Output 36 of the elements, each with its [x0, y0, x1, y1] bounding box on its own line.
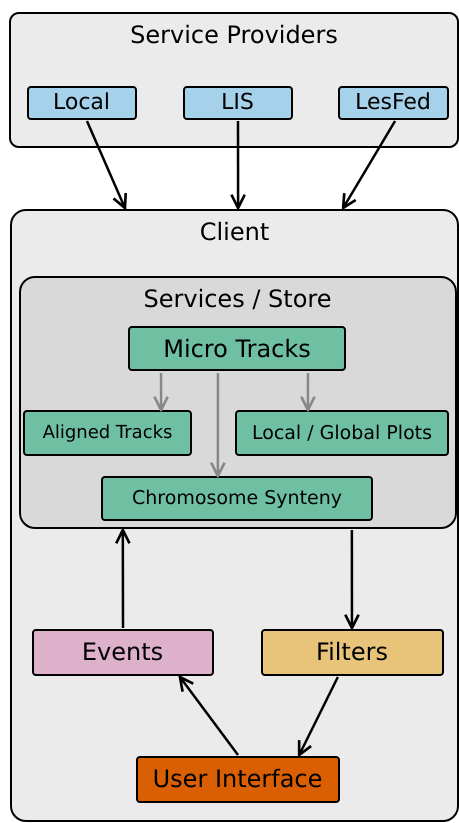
box-label: Micro Tracks — [163, 336, 311, 360]
box-label: Aligned Tracks — [42, 424, 172, 442]
arrow — [114, 528, 131, 628]
arrow — [300, 373, 316, 412]
box-label: Events — [82, 640, 164, 664]
group-panel — [18, 276, 456, 528]
process-box — [235, 410, 449, 456]
provider-box — [182, 86, 292, 120]
group-panel — [9, 12, 459, 148]
group-title: Client — [200, 217, 270, 247]
box-label: User Interface — [152, 767, 322, 791]
box-label: LesFed — [355, 92, 431, 114]
provider-box — [338, 86, 448, 120]
box-label: Local / Global Plots — [252, 424, 432, 442]
arrow — [86, 120, 128, 210]
process-box — [136, 756, 340, 802]
arrow — [344, 530, 360, 630]
arrow — [230, 121, 246, 210]
box-label: LIS — [221, 92, 254, 114]
group-title: Services / Store — [144, 284, 332, 314]
arrow — [298, 676, 339, 756]
arrow — [153, 373, 170, 412]
box-label: Local — [52, 92, 110, 114]
process-box — [128, 326, 346, 371]
arrow — [342, 120, 396, 210]
box-label: Filters — [316, 640, 388, 664]
arrow — [178, 676, 239, 756]
process-box — [23, 410, 192, 456]
process-box — [32, 628, 214, 676]
provider-box — [26, 86, 136, 120]
box-label: Chromosome Synteny — [132, 489, 342, 508]
arrow — [210, 373, 226, 478]
group-panel — [10, 209, 459, 822]
process-box — [260, 628, 444, 676]
process-box — [101, 476, 373, 521]
group-title: Service Providers — [130, 20, 338, 50]
